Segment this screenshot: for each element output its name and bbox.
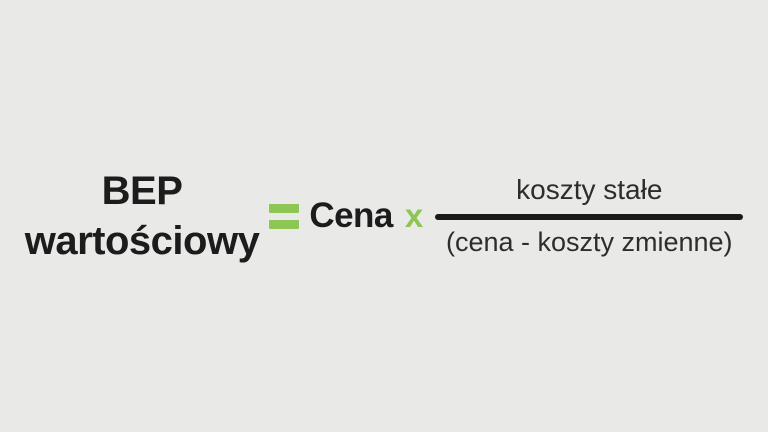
formula-title: BEP wartościowy <box>25 166 260 266</box>
fraction: koszty stałe (cena - koszty zmienne) <box>435 174 744 258</box>
fraction-denominator: (cena - koszty zmienne) <box>445 227 733 257</box>
equals-icon <box>269 203 300 229</box>
equals-top-bar <box>269 203 300 213</box>
equals-bottom-bar <box>269 219 300 229</box>
bep-formula: BEP wartościowy Cena x koszty stałe (cen… <box>25 166 744 266</box>
formula-title-line1: BEP <box>101 169 183 213</box>
fraction-line <box>435 214 744 220</box>
fraction-numerator: koszty stałe <box>516 174 663 205</box>
formula-title-line2: wartościowy <box>24 219 260 263</box>
multiply-sign: x <box>404 197 424 234</box>
price-term: Cena <box>309 196 393 235</box>
